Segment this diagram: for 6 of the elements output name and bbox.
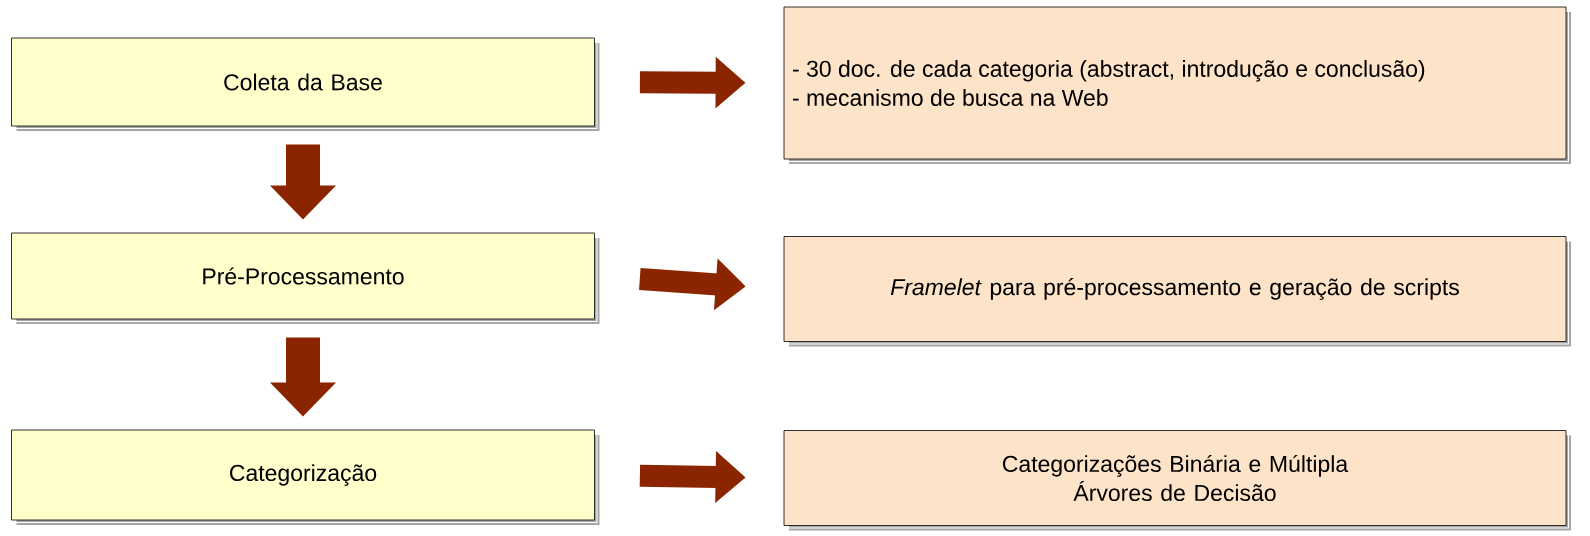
description-box: - 30 doc. de cada categoria (abstract, introdução e conclusão) - mecanismo de busca na Web (783, 6, 1571, 164)
step-box: Categorização (11, 429, 600, 525)
step-box: Pré-Processamento (11, 232, 600, 324)
description-box: Framelet para pré-processamento e geração de scripts (783, 236, 1571, 347)
step-box: Coleta da Base (11, 37, 600, 131)
description-box: Categorizações Binária e Múltipla Árvores de Decisão (783, 430, 1571, 531)
